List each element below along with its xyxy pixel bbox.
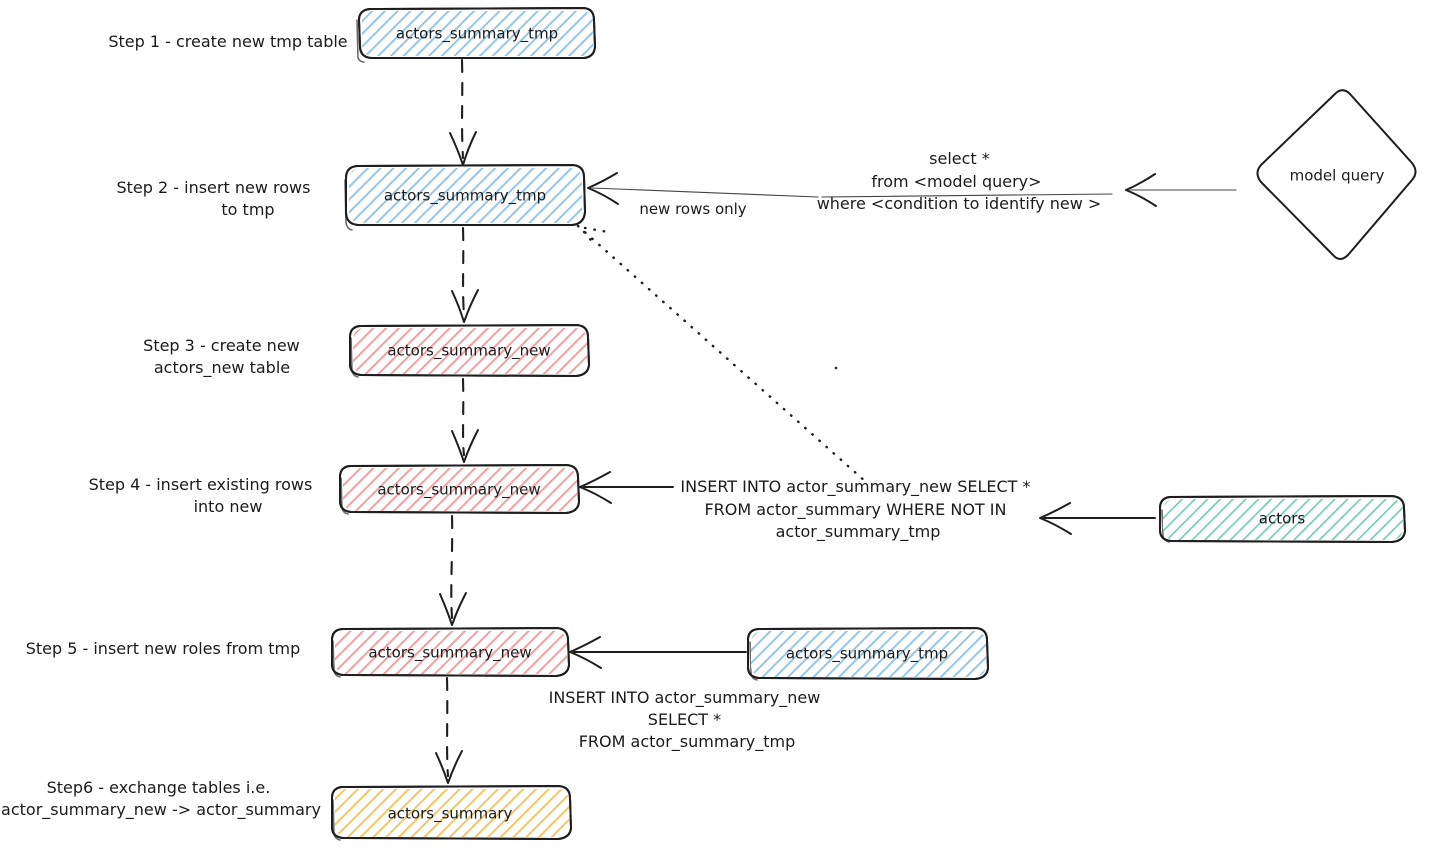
node-new3[interactable]: actors_summary_new [349, 324, 590, 378]
edge-new5-to-summary6 [435, 676, 463, 784]
edge-actors-to-new4: INSERT INTO actor_summary_new SELECT * F… [579, 471, 1156, 542]
node-tmp2-label: actors_summary_tmp [384, 187, 546, 206]
node-tmp5-label: actors_summary_tmp [786, 645, 948, 664]
step-1-label: Step 1 - create new tmp table [108, 32, 347, 51]
node-new4-label: actors_summary_new [377, 481, 540, 500]
edge-tmp1-to-tmp2 [449, 58, 477, 166]
edge-label-new-rows-only: new rows only [639, 200, 746, 218]
step-4-label: Step 4 - insert existing rows into new [89, 475, 318, 516]
edge-tmp2-to-new3 [451, 226, 479, 323]
node-new4[interactable]: actors_summary_new [339, 464, 580, 515]
step-5-label: Step 5 - insert new roles from tmp [26, 639, 301, 658]
insert-new-roles-sql-label: INSERT INTO actor_summary_new SELECT * F… [549, 688, 826, 752]
step-6-label: Step6 - exchange tables i.e. actor_summa… [1, 778, 321, 820]
node-actors-label: actors [1259, 510, 1306, 528]
node-model-query-label: model query [1290, 167, 1385, 185]
edge-new-rows-only: new rows only select * from <model query… [587, 149, 1237, 218]
step-1-group: Step 1 - create new tmp table actors_sum… [108, 7, 596, 63]
insert-existing-sql-label: INSERT INTO actor_summary_new SELECT * F… [680, 477, 1035, 542]
node-summary6-label: actors_summary [388, 805, 513, 824]
node-tmp1-label: actors_summary_tmp [396, 25, 558, 44]
edge-new3-to-new4 [451, 377, 479, 463]
node-model-query[interactable]: model query [1256, 89, 1417, 260]
node-new5-label: actors_summary_new [368, 644, 531, 663]
step-2-label: Step 2 - insert new rows to tmp [116, 178, 315, 219]
node-tmp2[interactable]: actors_summary_tmp [344, 164, 586, 231]
step-3-label: Step 3 - create new actors_new table [143, 336, 305, 378]
node-tmp1[interactable]: actors_summary_tmp [356, 7, 596, 63]
node-tmp5[interactable]: actors_summary_tmp [747, 627, 989, 681]
edge-tmp2-dotted-to-step4-note [576, 224, 868, 484]
edge-tmp5-to-new5: INSERT INTO actor_summary_new SELECT * F… [549, 636, 826, 752]
model-query-sql-label: select * from <model query> where <condi… [817, 149, 1102, 213]
step-2-group: Step 2 - insert new rows to tmp actors_s… [116, 164, 586, 231]
node-actors[interactable]: actors [1159, 495, 1406, 543]
stray-mark [834, 366, 838, 370]
node-new3-label: actors_summary_new [387, 342, 550, 361]
edge-new4-to-new5 [439, 514, 467, 626]
step-6-group: Step6 - exchange tables i.e. actor_summa… [1, 778, 572, 841]
node-summary6[interactable]: actors_summary [331, 785, 572, 841]
node-new5[interactable]: actors_summary_new [331, 627, 570, 678]
step-5-group: Step 5 - insert new roles from tmp actor… [26, 627, 570, 678]
step-4-group: Step 4 - insert existing rows into new a… [89, 464, 580, 516]
step-3-group: Step 3 - create new actors_new table act… [143, 324, 590, 378]
